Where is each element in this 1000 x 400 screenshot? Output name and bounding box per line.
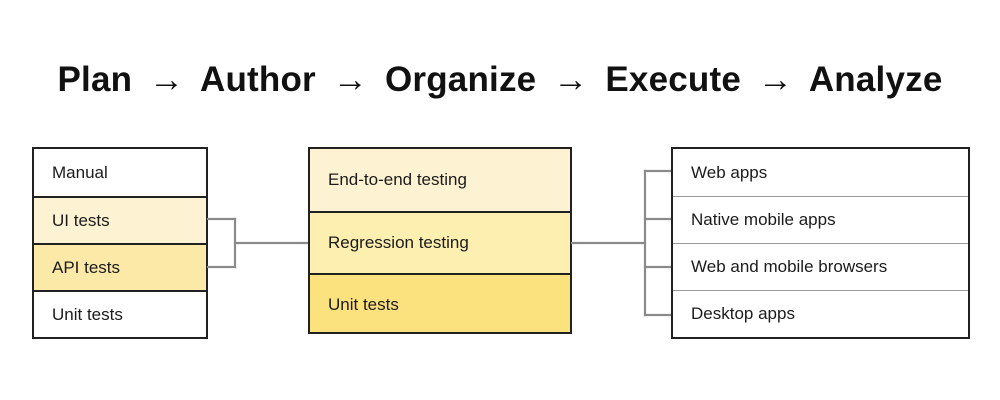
list-item[interactable]: Web apps [673,149,968,196]
title-phase-execute: Execute [605,60,742,99]
list-item[interactable]: Web and mobile browsers [673,243,968,290]
test-approach-column: Manual UI tests API tests Unit tests [32,147,208,339]
diagram-title: Plan → Author → Organize → Execute → Ana… [0,60,1000,100]
list-item[interactable]: Desktop apps [673,290,968,337]
title-phase-author: Author [199,60,316,99]
test-type-column: End-to-end testing Regression testing Un… [308,147,572,334]
title-phase-plan: Plan [57,60,133,99]
list-item[interactable]: Unit tests [34,290,206,337]
title-phase-analyze: Analyze [808,60,943,99]
list-item[interactable]: Native mobile apps [673,196,968,243]
title-arrow-icon-1: → [149,60,185,99]
title-arrow-icon-3: → [553,60,589,99]
title-arrow-icon-2: → [332,60,369,99]
title-phase-organize: Organize [384,60,537,99]
list-item[interactable]: API tests [34,243,206,290]
application-target-column: Web apps Native mobile apps Web and mobi… [671,147,970,339]
list-item[interactable]: Manual [34,149,206,196]
list-item[interactable]: Unit tests [310,273,570,332]
right-bracket-connector [570,169,674,317]
title-arrow-icon-4: → [757,60,794,99]
list-item[interactable]: UI tests [34,196,206,243]
left-bracket-connector [206,217,311,269]
list-item[interactable]: End-to-end testing [310,149,570,211]
list-item[interactable]: Regression testing [310,211,570,273]
